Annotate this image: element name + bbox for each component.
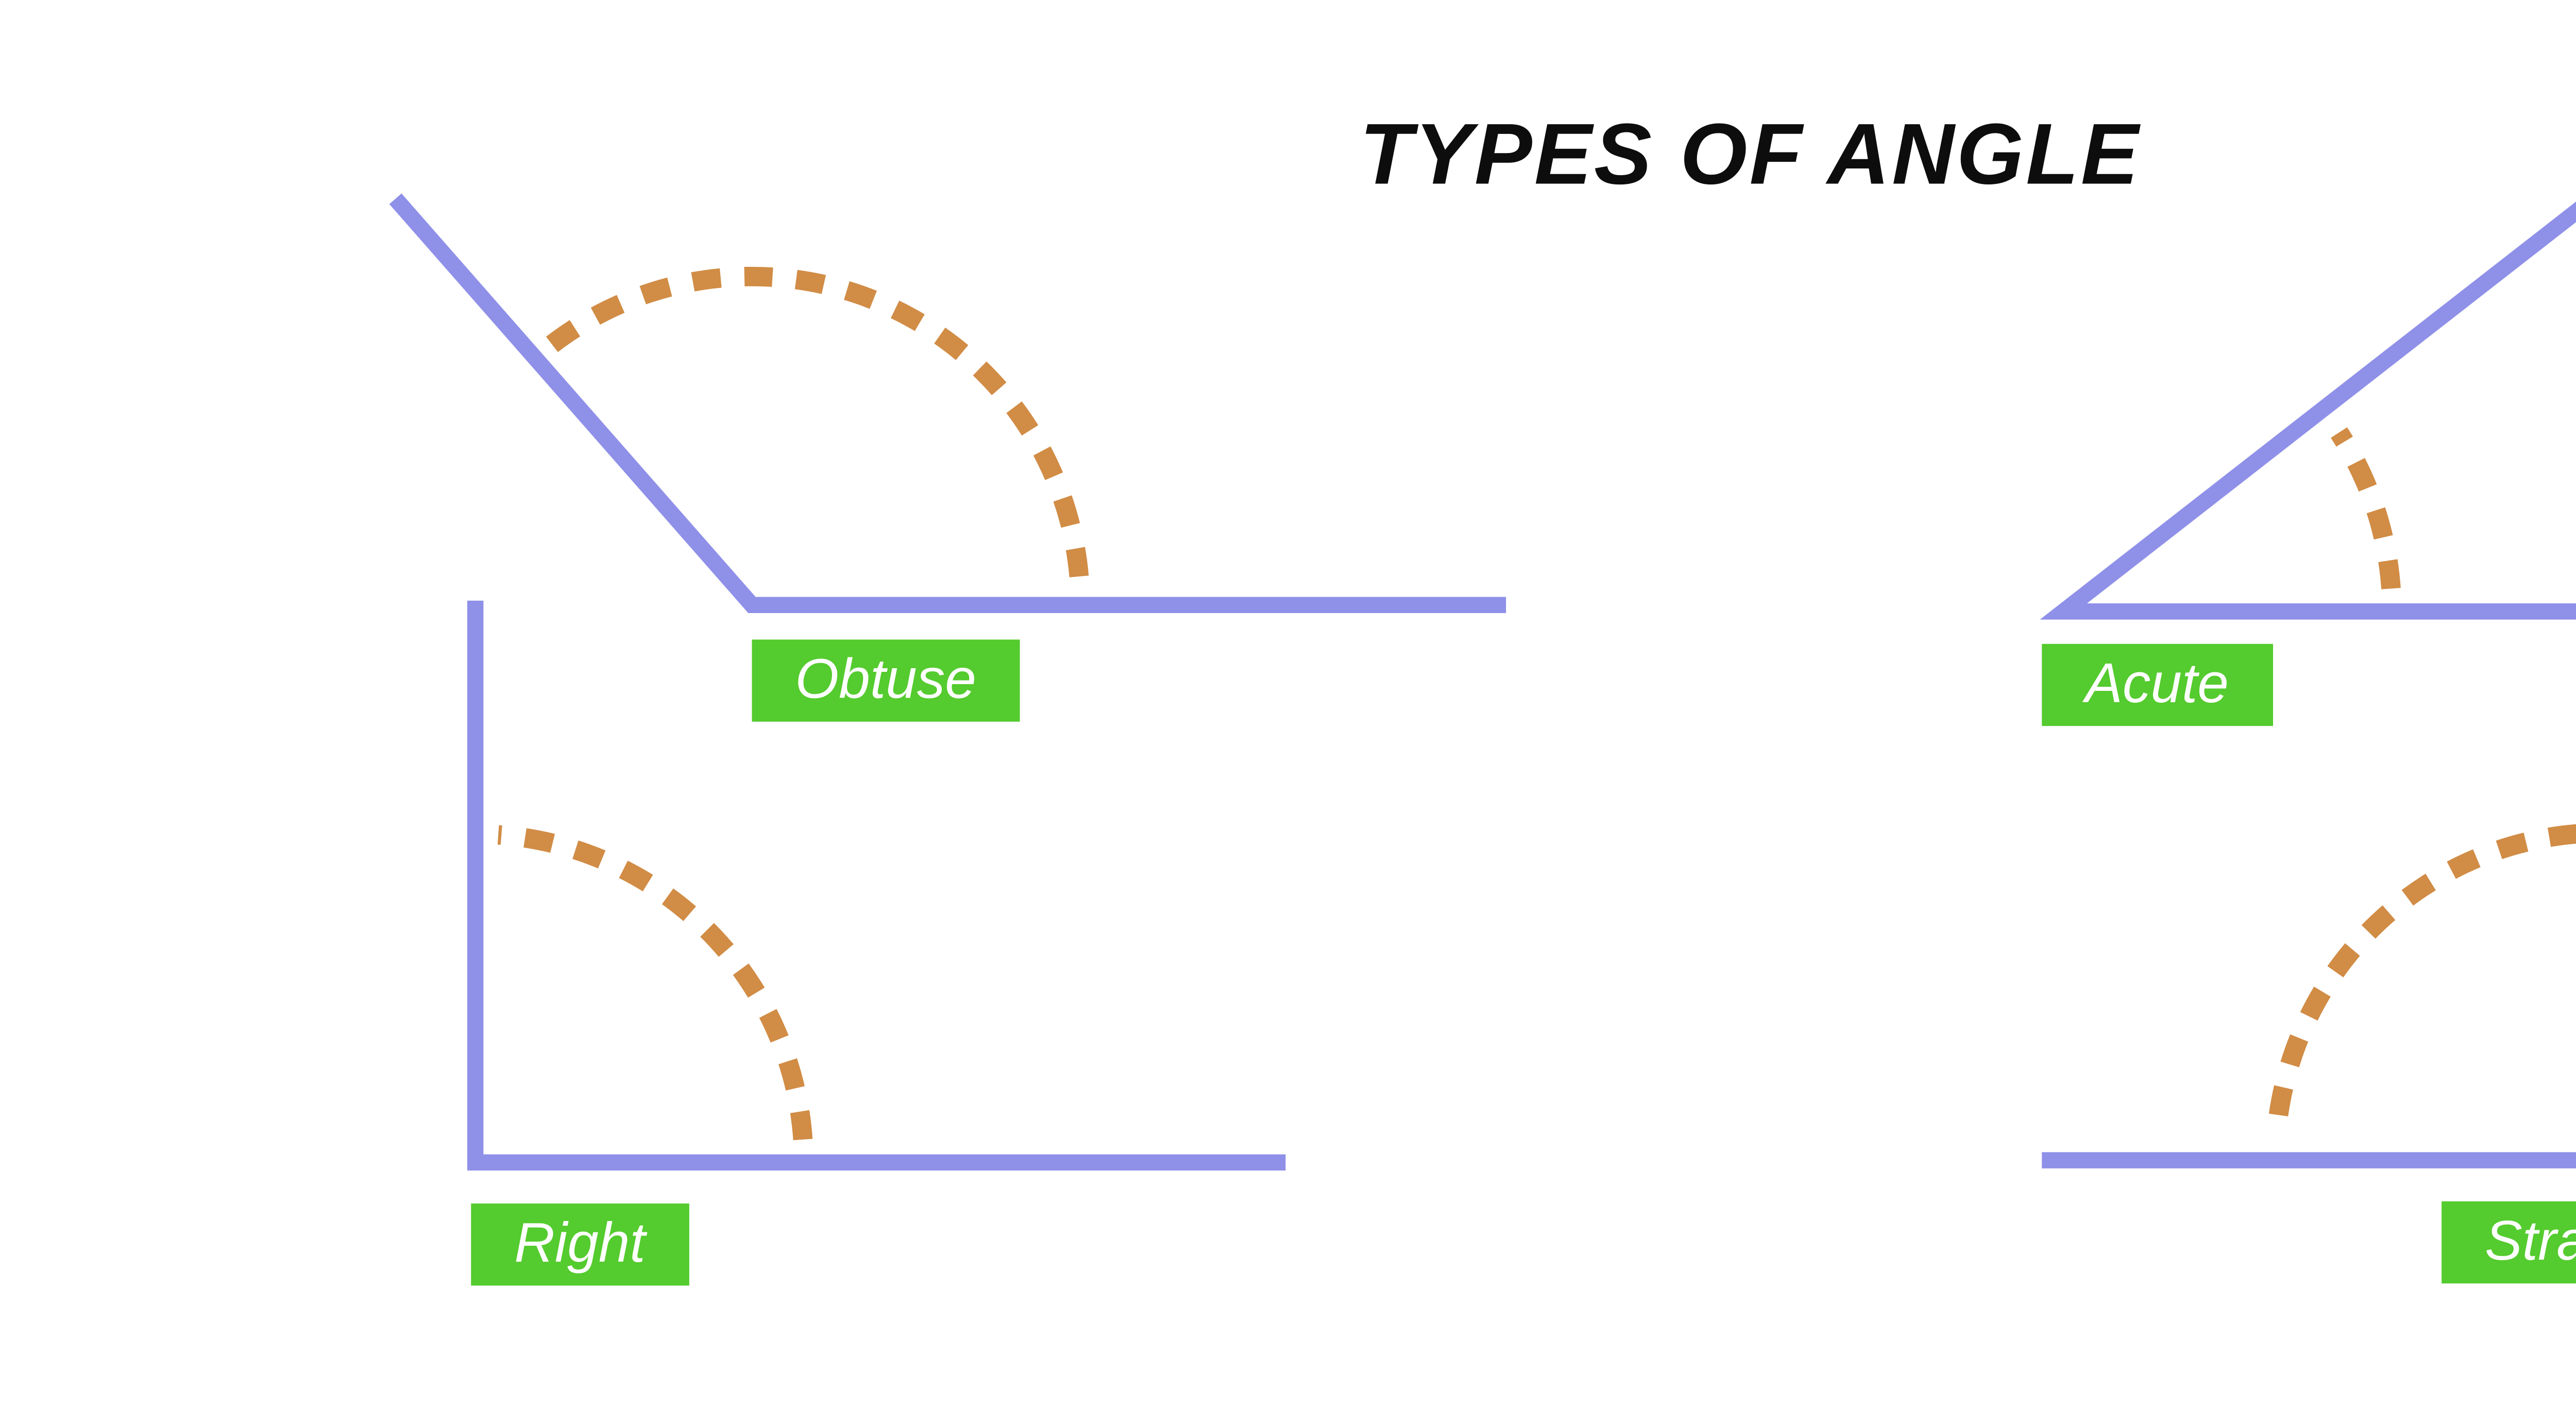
page-title: TYPES OF ANGLE (1360, 108, 2141, 204)
label-right: Right (471, 1203, 689, 1286)
acute-angle-arc (2331, 427, 2401, 589)
straight-angle-arc (2266, 824, 2576, 1139)
label-straight: Straight (2442, 1201, 2576, 1284)
right-angle-arc (497, 825, 813, 1141)
right-angle-lines (467, 600, 1286, 1171)
obtuse-angle-lines (389, 193, 1506, 614)
acute-angle-lines (2040, 201, 2576, 620)
obtuse-angle-arc (544, 266, 1089, 578)
label-obtuse: Obtuse (752, 639, 1020, 723)
label-acute: Acute (2042, 643, 2272, 727)
